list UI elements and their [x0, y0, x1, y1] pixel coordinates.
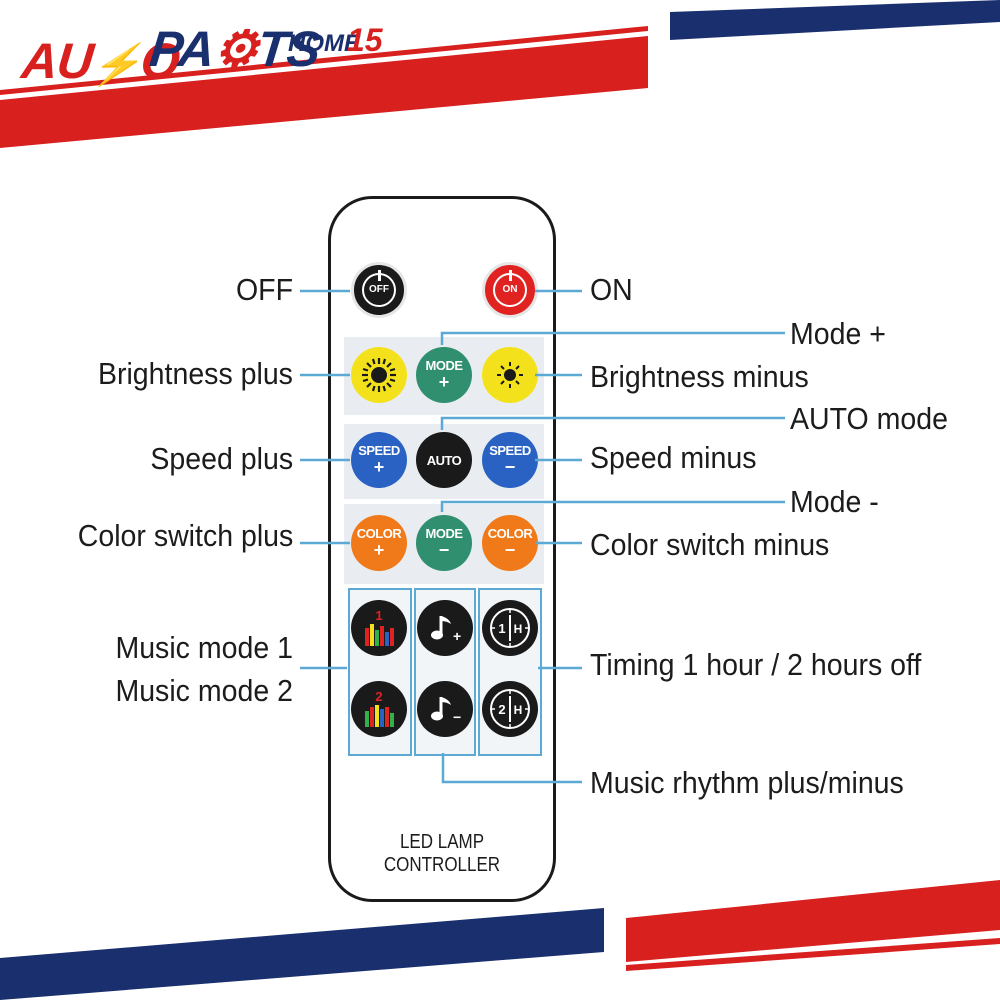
timer-1-hour-button[interactable]: 1 H: [482, 600, 538, 656]
clock-icon: 1 H: [490, 608, 530, 648]
brightness-plus-button[interactable]: [351, 347, 407, 403]
music-mode-2-button[interactable]: 2: [351, 681, 407, 737]
label-music-mode-1: Music mode 1: [115, 630, 293, 665]
label-color-plus: Color switch plus: [77, 518, 293, 553]
color-plus-button[interactable]: COLOR +: [351, 515, 407, 571]
label-rhythm: Music rhythm plus/minus: [590, 765, 904, 800]
rhythm-minus-button[interactable]: −: [417, 681, 473, 737]
mode-plus-button[interactable]: MODE +: [416, 347, 472, 403]
svg-text:H: H: [514, 622, 523, 636]
rhythm-plus-button[interactable]: +: [417, 600, 473, 656]
label-on: ON: [590, 272, 633, 307]
label-mode-plus: Mode +: [790, 316, 886, 351]
label-speed-plus: Speed plus: [150, 441, 293, 476]
auto-button[interactable]: AUTO: [416, 432, 472, 488]
bottom-red-stripe: [626, 880, 1000, 962]
label-auto-mode: AUTO mode: [790, 401, 948, 436]
timer-2-hours-button[interactable]: 2 H: [482, 681, 538, 737]
label-mode-minus: Mode -: [790, 484, 879, 519]
logo-number: 15: [347, 22, 383, 58]
svg-text:+: +: [453, 628, 461, 644]
svg-text:−: −: [453, 709, 461, 725]
label-brightness-plus: Brightness plus: [98, 356, 293, 391]
color-minus-button[interactable]: COLOR −: [482, 515, 538, 571]
sun-small-icon: [497, 362, 523, 388]
music-note-plus-icon: +: [431, 616, 461, 644]
remote-caption: LED LAMP CONTROLLER: [383, 831, 501, 876]
remote-control: OFF ON MODE +: [328, 196, 556, 902]
svg-text:1: 1: [498, 621, 505, 636]
sun-large-icon: [362, 358, 396, 392]
label-timing: Timing 1 hour / 2 hours off: [590, 647, 922, 682]
clock-icon: 2 H: [490, 689, 530, 729]
equalizer-icon: 1: [365, 608, 394, 646]
equalizer-icon: 2: [365, 689, 394, 727]
top-red-stripe: [0, 36, 648, 148]
svg-text:2: 2: [375, 689, 382, 704]
label-color-minus: Color switch minus: [590, 527, 830, 562]
bottom-thin-red-stripe: [626, 938, 1000, 971]
logo-home: HOME: [288, 30, 360, 57]
top-right-navy-stripe: [670, 0, 1000, 40]
label-music-mode-2: Music mode 2: [115, 673, 293, 708]
mode-minus-button[interactable]: MODE −: [416, 515, 472, 571]
music-note-minus-icon: −: [431, 697, 461, 725]
speed-minus-button[interactable]: SPEED −: [482, 432, 538, 488]
label-off: OFF: [235, 272, 293, 307]
svg-text:2: 2: [498, 702, 505, 717]
brightness-minus-button[interactable]: [482, 347, 538, 403]
svg-text:1: 1: [375, 608, 382, 623]
on-button[interactable]: ON: [482, 262, 538, 318]
speed-plus-button[interactable]: SPEED +: [351, 432, 407, 488]
svg-text:H: H: [514, 703, 523, 717]
off-button[interactable]: OFF: [351, 262, 407, 318]
label-speed-minus: Speed minus: [590, 440, 757, 475]
music-mode-1-button[interactable]: 1: [351, 600, 407, 656]
label-brightness-minus: Brightness minus: [590, 359, 809, 394]
bottom-navy-stripe: [0, 908, 604, 1000]
top-thin-red-stripe: [0, 26, 648, 95]
